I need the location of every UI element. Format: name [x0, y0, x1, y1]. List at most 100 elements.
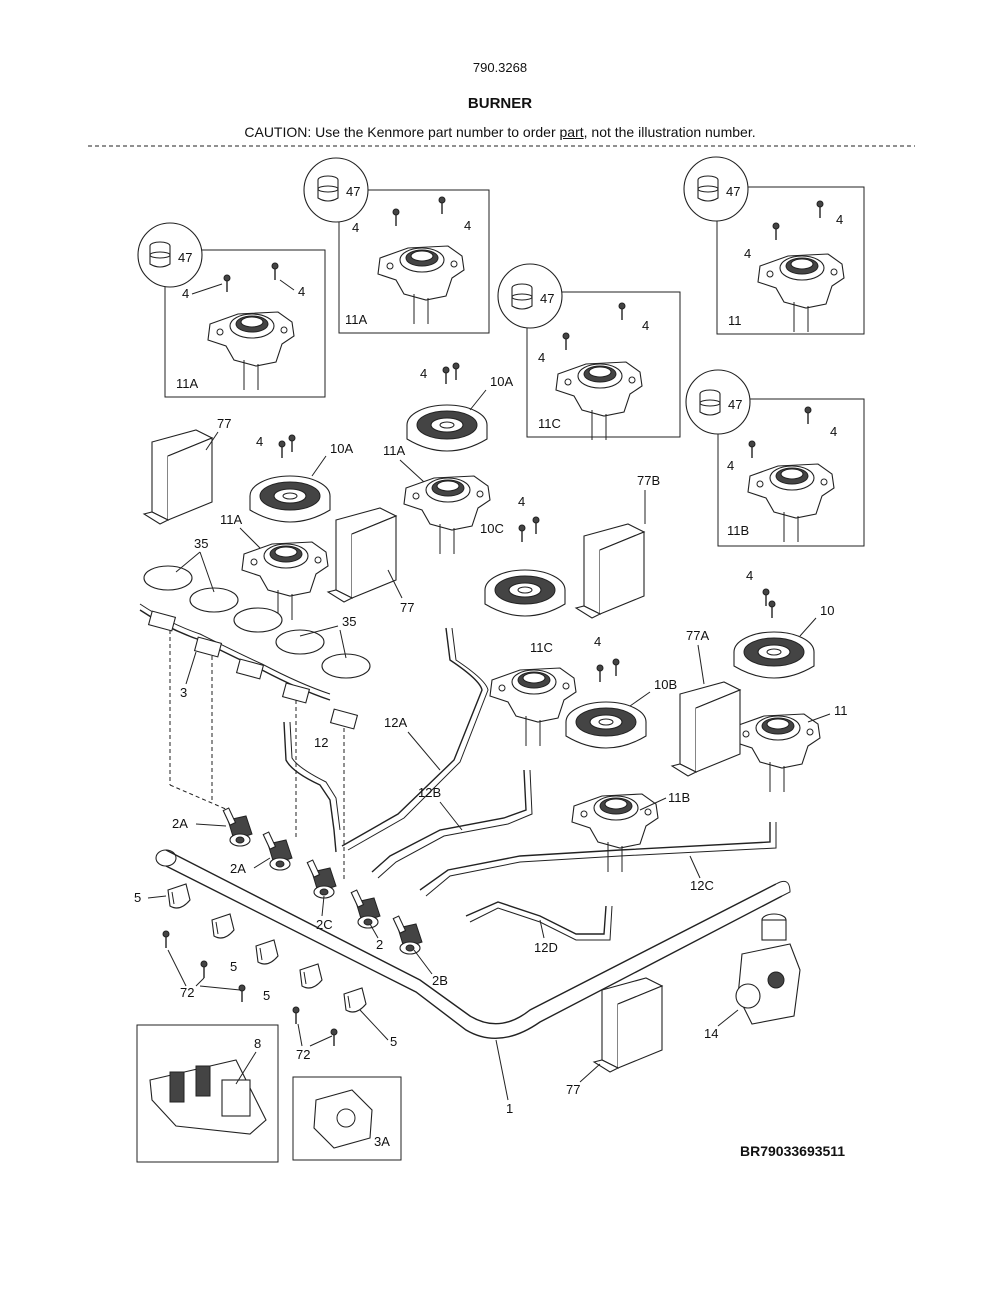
- inset-frame: [338, 189, 490, 334]
- screw-icon: [518, 524, 526, 543]
- screw-icon: [816, 200, 824, 219]
- callout-4: 4: [594, 634, 601, 649]
- burner-base-icon: [571, 793, 659, 873]
- callout-4: 4: [518, 494, 525, 509]
- callout-11C: 11C: [530, 640, 553, 655]
- inset-label-11A: 11A: [345, 312, 367, 327]
- callout-72: 72: [180, 985, 194, 1000]
- callout-12B: 12B: [418, 785, 441, 800]
- inset-3A: 3A: [292, 1076, 402, 1161]
- clip-icon: [255, 939, 279, 965]
- callout-4: 4: [182, 286, 189, 301]
- screw-icon: [612, 658, 620, 677]
- screw-icon: [762, 588, 770, 607]
- clip-icon: [343, 987, 367, 1013]
- callout-4: 4: [746, 568, 753, 583]
- burner-base-11C-mid: 11C: [489, 640, 577, 747]
- callout-4: 4: [256, 434, 263, 449]
- burner-base-icon: [489, 667, 577, 747]
- screw-icon: [532, 516, 540, 535]
- callout-5: 5: [134, 890, 141, 905]
- callout-4: 4: [464, 218, 471, 233]
- callout-2: 2: [376, 937, 383, 952]
- igniter-harness: 35 35 3: [139, 536, 371, 880]
- screw-icon: [223, 274, 231, 293]
- burner-cap-icon: [697, 175, 719, 202]
- screw-icon: [271, 262, 279, 281]
- bracket-77B: 77B: [575, 473, 660, 619]
- burner-cap-icon: [699, 389, 721, 416]
- inset-frame: [136, 1024, 279, 1163]
- callout-8: 8: [254, 1036, 261, 1051]
- burner-base-11-mid: 11: [733, 703, 848, 793]
- burner-cap-icon: [317, 175, 339, 202]
- inset-11A-left: 47 4 4 11A: [137, 222, 326, 398]
- burner-base-icon: [733, 713, 821, 793]
- inset-frame: [716, 186, 865, 335]
- callout-47: 47: [726, 184, 740, 199]
- bracket-icon: [143, 429, 213, 525]
- caution-suffix: , not the illustration number.: [583, 124, 756, 140]
- valve-icon: [306, 859, 337, 899]
- inset-frame: [526, 291, 681, 438]
- callout-77: 77: [217, 416, 231, 431]
- burner-base-icon: [377, 245, 465, 325]
- callout-77B: 77B: [637, 473, 660, 488]
- callout-47: 47: [346, 184, 360, 199]
- model-number: 790.3268: [472, 60, 528, 75]
- screw-icon: [278, 440, 286, 459]
- callout-4: 4: [744, 246, 751, 261]
- page-title: BURNER: [467, 95, 533, 112]
- bracket-icon: [575, 523, 645, 619]
- callout-5: 5: [263, 988, 270, 1003]
- clip-icon: [299, 963, 323, 989]
- bracket-icon: [593, 977, 663, 1073]
- screw-icon: [392, 208, 400, 227]
- clip-icon: [167, 883, 191, 909]
- caution-prefix: CAUTION: Use the Kenmore part number to …: [244, 124, 560, 140]
- burner-base-11B-mid: 11B: [571, 790, 690, 873]
- screw-icon: [618, 302, 626, 321]
- screw-icon: [442, 366, 450, 385]
- callout-4: 4: [642, 318, 649, 333]
- inset-11A-top: 47 4 4 11A: [303, 157, 490, 334]
- screw-icon: [772, 222, 780, 241]
- screw-icon: [200, 960, 208, 979]
- screw-icon: [562, 332, 570, 351]
- callout-3: 3: [180, 685, 187, 700]
- screw-icon: [288, 434, 296, 453]
- callout-10A: 10A: [490, 374, 513, 389]
- burner-head-10A-top: 4 10A: [406, 362, 513, 452]
- caution-note: CAUTION: Use the Kenmore part number to …: [0, 124, 1000, 140]
- bracket-77-bottom: 77: [566, 977, 663, 1097]
- burner-head-10C: 4 10C: [480, 494, 566, 617]
- inset-frame: [717, 398, 865, 547]
- burner-head-icon: [406, 404, 488, 452]
- callout-4: 4: [538, 350, 545, 365]
- caution-part-link: part: [559, 124, 584, 140]
- screw-icon: [768, 600, 776, 619]
- burner-head-icon: [733, 631, 815, 679]
- inset-label-11C: 11C: [538, 416, 561, 431]
- burner-head-icon: [484, 569, 566, 617]
- burner-base-11A-left: 11A: [220, 512, 329, 621]
- bracket-77-top: 77: [143, 416, 231, 525]
- screw-icon: [748, 440, 756, 459]
- callout-12: 12: [314, 735, 328, 750]
- burner-base-icon: [403, 475, 491, 555]
- callout-12D: 12D: [534, 940, 558, 955]
- screw-icon: [330, 1028, 338, 1047]
- burner-base-11A-mid: 11A: [383, 443, 491, 555]
- inset-label-11A: 11A: [176, 376, 198, 391]
- manifold-pipe: 1: [155, 849, 791, 1116]
- bracket-icon: [327, 507, 397, 603]
- screw-icon: [804, 406, 812, 425]
- bracket-77-mid: 77: [327, 507, 414, 615]
- inset-11C: 47 4 4 11C: [497, 263, 681, 441]
- burner-cap-icon: [511, 283, 533, 310]
- valves: 2A 2A 2C 2 2B: [172, 807, 448, 988]
- gas-tubes: 12 12A 12B 12C 12D: [283, 627, 777, 955]
- screw-icon: [292, 1006, 300, 1025]
- bracket-icon: [671, 681, 741, 777]
- callout-11: 11: [834, 703, 848, 718]
